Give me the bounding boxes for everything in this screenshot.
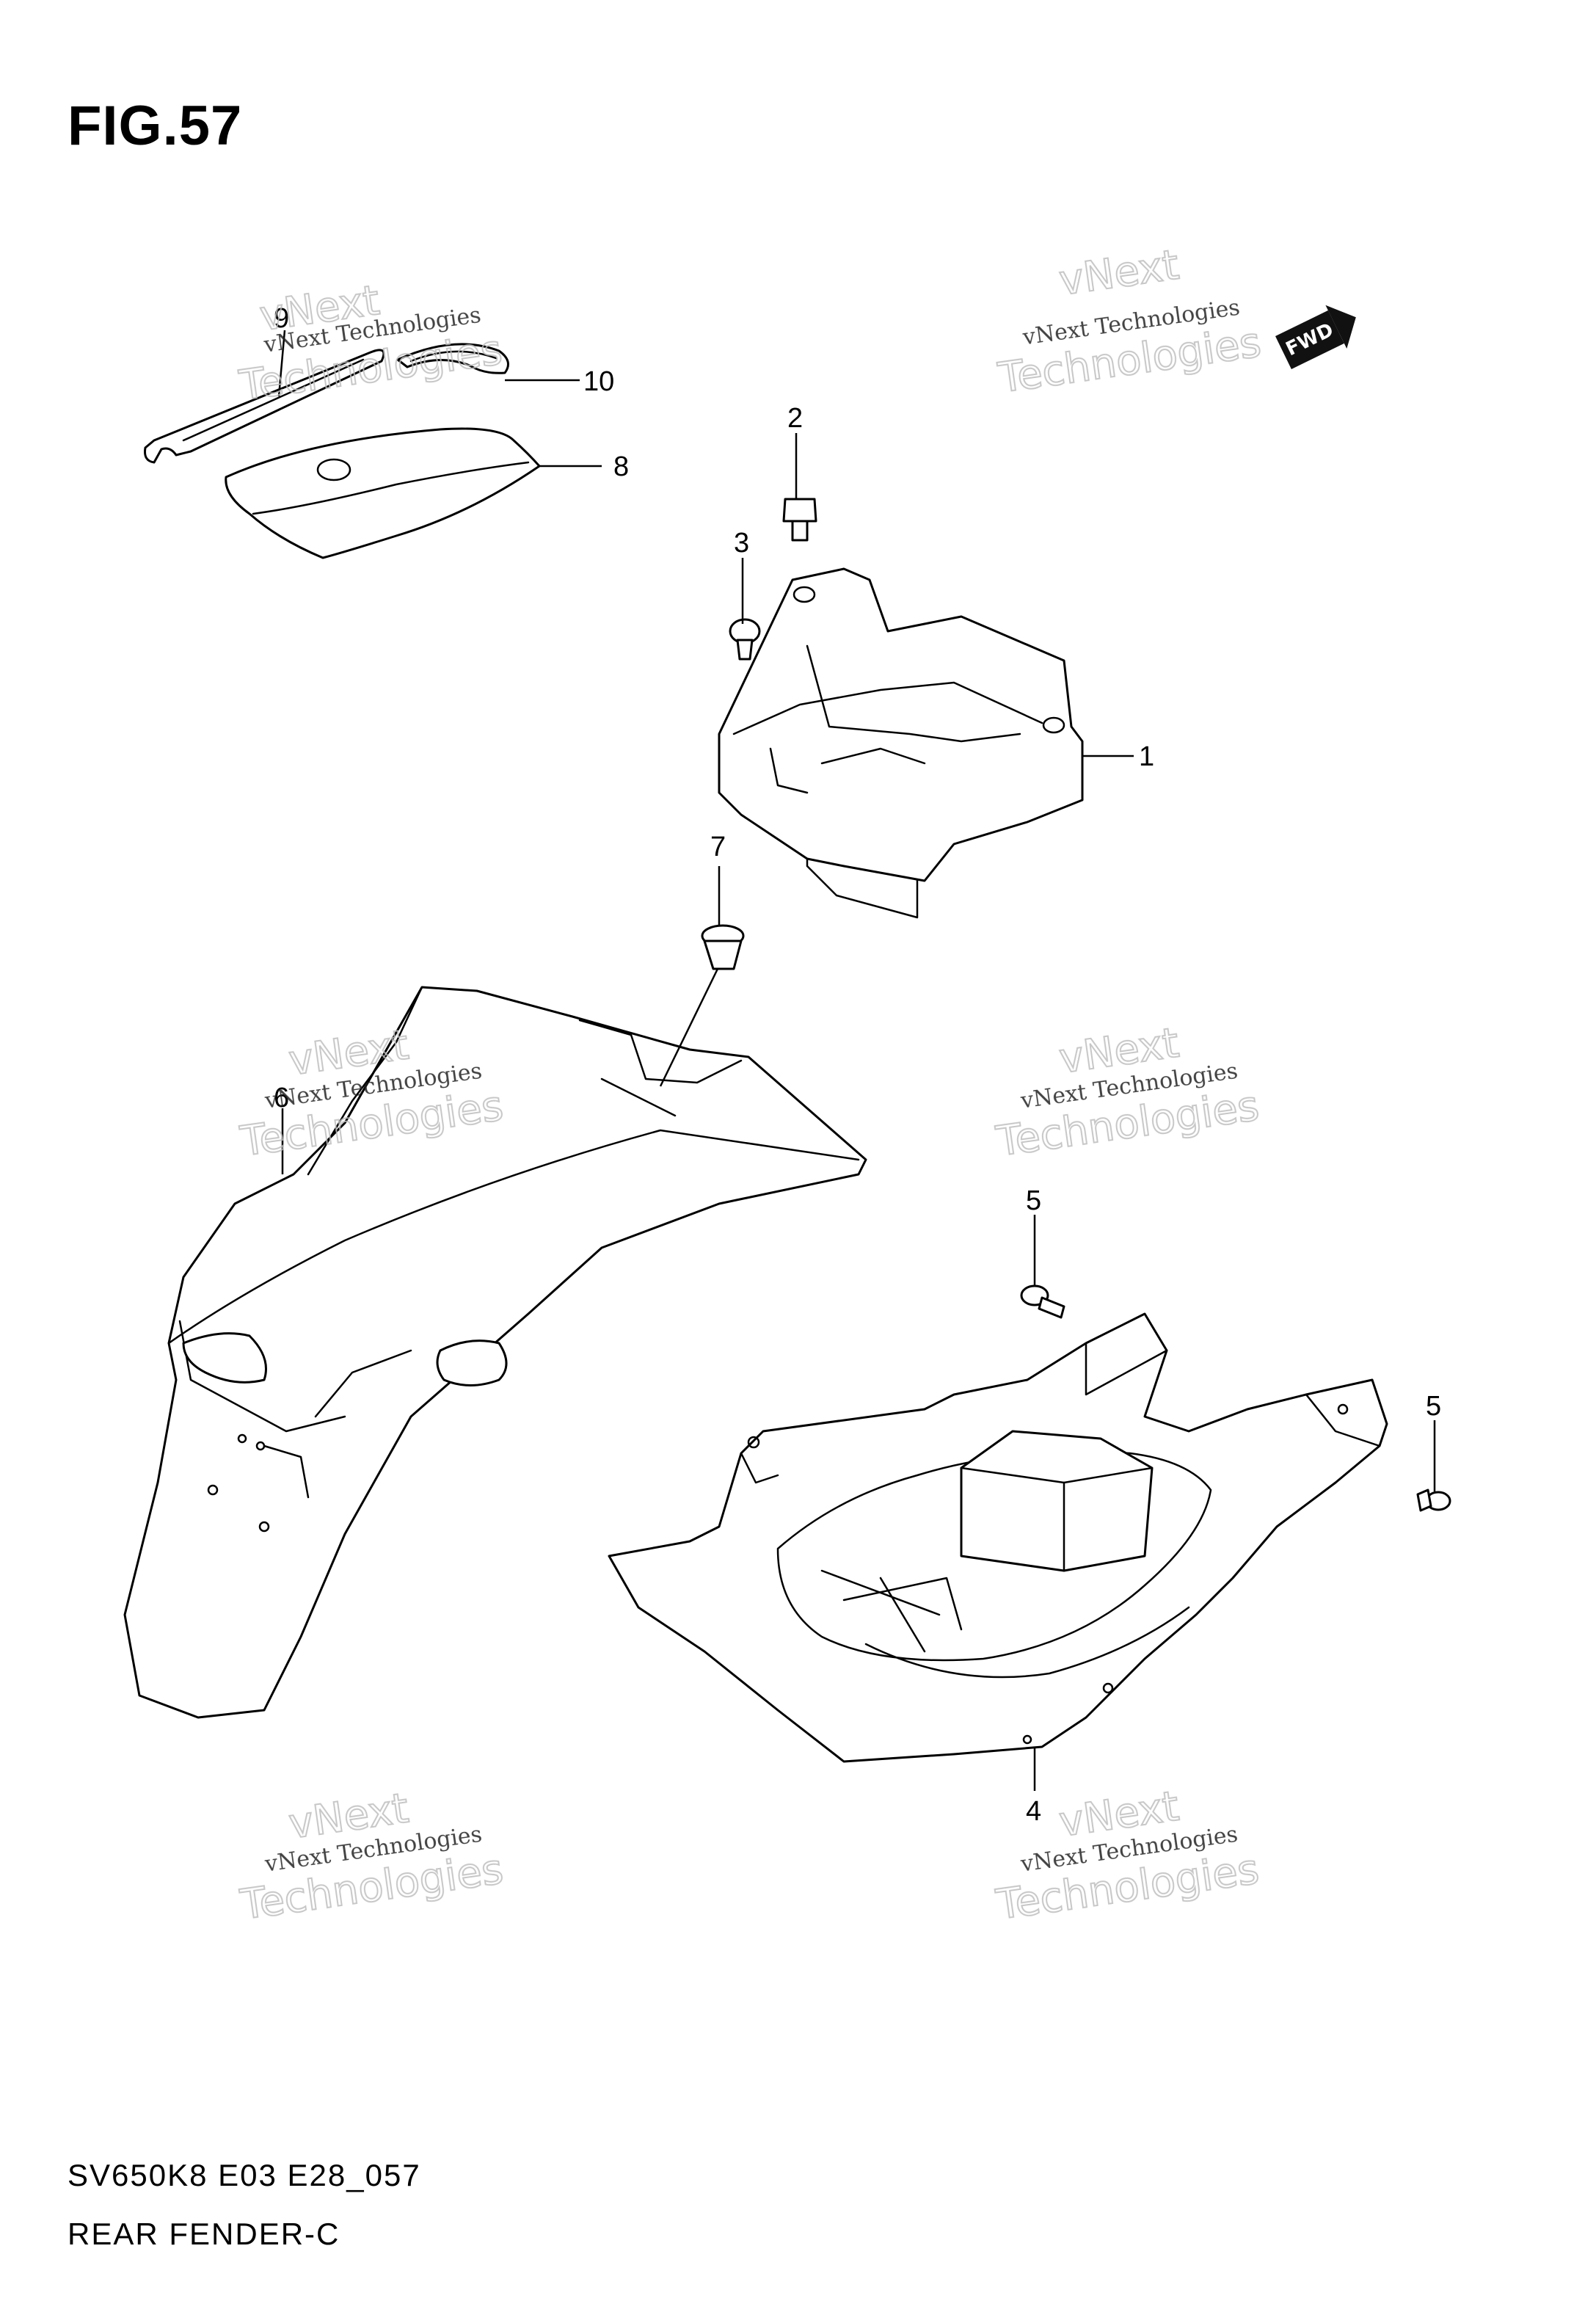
callout-labels: 9 10 8 2 3 1 7 6 5 5 4 xyxy=(274,303,1441,1827)
callout-5a: 5 xyxy=(1026,1185,1041,1216)
callout-1: 1 xyxy=(1139,741,1154,772)
leader-7-b xyxy=(659,968,719,1087)
callout-3: 3 xyxy=(734,528,749,559)
part-2-bolt xyxy=(782,498,817,542)
part-5a-bolt xyxy=(1020,1284,1065,1319)
watermarks: vNext vNext Technologies Technologies vN… xyxy=(236,241,1264,1930)
part-10-band xyxy=(396,343,509,374)
watermark-2: vNext vNext Technologies Technologies xyxy=(994,241,1264,404)
figure-caption: REAR FENDER-C xyxy=(68,2217,340,2251)
watermark-1: vNext vNext Technologies Technologies xyxy=(236,276,506,411)
callout-6: 6 xyxy=(274,1083,289,1113)
watermark-4: vNext vNext Technologies Technologies xyxy=(992,1019,1262,1167)
watermark-6: vNext vNext Technologies Technologies xyxy=(992,1782,1262,1930)
callout-2: 2 xyxy=(787,403,803,434)
callout-9: 9 xyxy=(274,303,289,334)
figure-title: FIG.57 xyxy=(68,95,243,157)
callout-4: 4 xyxy=(1026,1796,1041,1827)
watermark-5: vNext vNext Technologies Technologies xyxy=(236,1784,506,1930)
part-3-screw xyxy=(729,618,761,661)
part-8-cover xyxy=(225,427,541,559)
callout-7: 7 xyxy=(710,832,726,862)
leader-9 xyxy=(277,330,286,397)
part-7-clip xyxy=(701,924,745,970)
callout-10: 10 xyxy=(583,366,614,397)
svg-text:vNext: vNext xyxy=(1057,241,1182,305)
leader-lines xyxy=(277,330,1436,1791)
callout-5b: 5 xyxy=(1426,1391,1441,1422)
figure-code: SV650K8 E03 E28_057 xyxy=(68,2158,421,2192)
callout-8: 8 xyxy=(613,451,629,482)
part-1-box xyxy=(718,567,1084,919)
part-9-bracket xyxy=(144,349,385,464)
part-4-tray xyxy=(608,1312,1388,1763)
part-5b-bolt xyxy=(1416,1488,1451,1512)
part-6-rear-fender xyxy=(123,986,867,1719)
